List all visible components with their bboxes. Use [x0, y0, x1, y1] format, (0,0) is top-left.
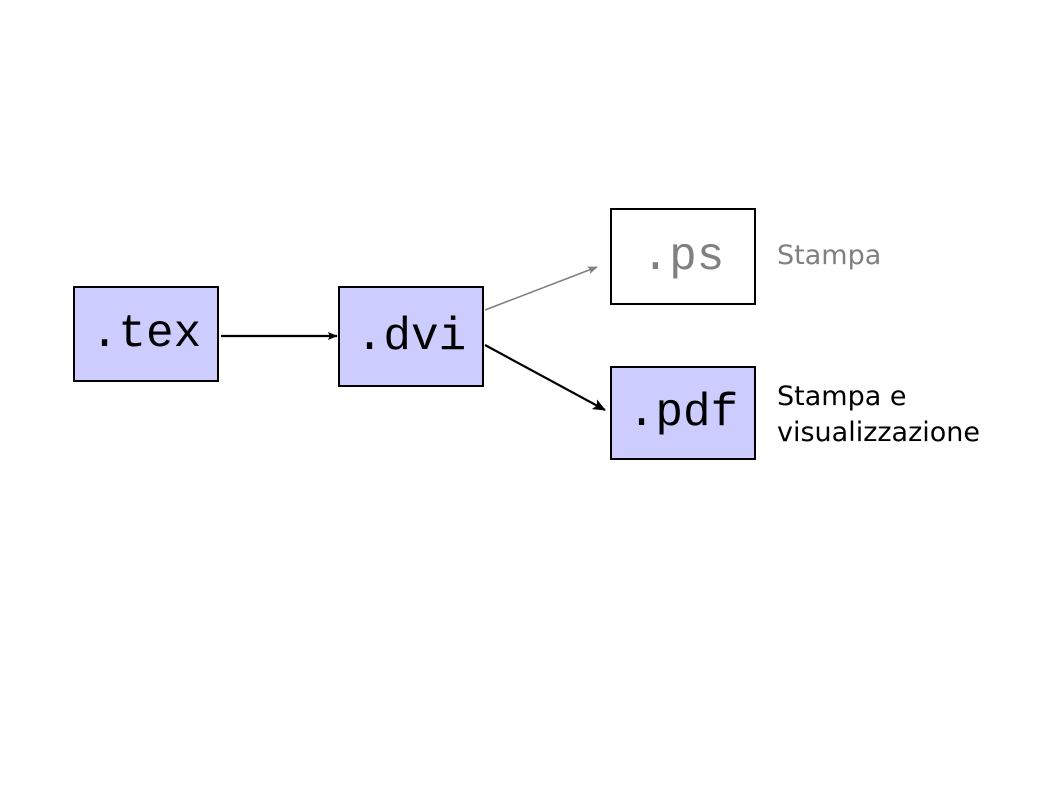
annotation-pdf-note: Stampa e visualizzazione [777, 381, 981, 448]
edge-dvi-to-pdf [484, 344, 606, 411]
node-dvi[interactable]: .dvi [338, 286, 484, 387]
node-pdf[interactable]: .pdf [610, 366, 756, 460]
node-tex[interactable]: .tex [73, 286, 219, 382]
annotation-ps-note: Stampa [777, 240, 882, 271]
node-ps[interactable]: .ps [610, 208, 756, 305]
edge-dvi-to-ps [484, 266, 598, 311]
